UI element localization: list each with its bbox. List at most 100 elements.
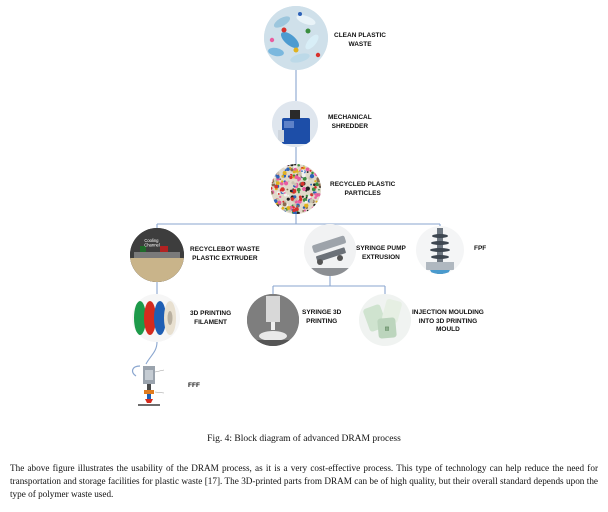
particle — [298, 171, 302, 176]
injection-moulding-image: ▥ — [359, 294, 411, 346]
particle — [283, 164, 287, 169]
particle — [275, 204, 279, 209]
particle — [290, 164, 294, 167]
particle — [282, 202, 287, 207]
label-mechanical-shredder: MECHANICAL SHREDDER — [328, 114, 372, 130]
particle — [284, 181, 289, 186]
fpf-screw-image — [416, 226, 464, 274]
particle — [287, 164, 290, 167]
particle — [302, 164, 305, 166]
particle — [305, 164, 308, 166]
particle — [271, 190, 274, 195]
particle — [279, 178, 282, 181]
mechanical-shredder-image — [272, 101, 318, 147]
particle — [294, 164, 297, 166]
particle — [287, 180, 290, 183]
particle — [279, 209, 283, 213]
particle — [313, 164, 318, 169]
particle — [282, 200, 285, 203]
particle — [317, 166, 321, 171]
particle — [318, 171, 321, 174]
particle — [318, 188, 320, 191]
label-recyclebot-extruder: RECYCLEBOT WASTE PLASTIC EXTRUDER — [190, 246, 260, 262]
particle — [273, 171, 276, 174]
particle — [305, 196, 308, 199]
particle — [317, 167, 321, 171]
particle — [305, 194, 309, 198]
particle — [296, 205, 299, 208]
particle — [273, 199, 278, 203]
particle — [315, 182, 320, 187]
particle — [317, 200, 320, 203]
particle — [314, 193, 317, 196]
particle — [292, 189, 297, 193]
particle — [282, 171, 287, 176]
particle — [309, 174, 315, 179]
particle — [309, 169, 312, 172]
particle — [283, 210, 287, 214]
particle — [273, 207, 276, 209]
particle — [278, 164, 281, 167]
filament-spools-image — [132, 294, 180, 342]
particle — [275, 181, 280, 186]
particle — [298, 195, 302, 199]
cooling-channel-label: Cooling — [144, 238, 159, 243]
body-paragraph: The above figure illustrates the usabili… — [10, 463, 598, 499]
particle — [315, 200, 318, 203]
particle — [291, 181, 295, 185]
recycled-particles-image — [271, 164, 321, 214]
particle — [313, 183, 316, 187]
particle — [294, 175, 299, 180]
particle — [303, 209, 306, 212]
particle — [314, 180, 317, 183]
particle — [309, 164, 313, 167]
particle — [301, 170, 303, 172]
particle — [310, 183, 313, 186]
particle — [316, 178, 321, 183]
fff-printer-schematic — [131, 365, 165, 406]
particle — [274, 184, 279, 189]
particle — [302, 186, 307, 192]
particle — [278, 205, 282, 209]
particle — [293, 183, 297, 186]
particle — [314, 171, 319, 176]
particle — [300, 181, 305, 186]
particle — [278, 211, 281, 214]
particle — [293, 203, 297, 207]
particle — [271, 211, 273, 214]
particle — [306, 209, 309, 212]
label-fpf: FPF — [474, 245, 487, 252]
particle — [314, 210, 317, 213]
particle — [281, 174, 285, 178]
particle — [284, 169, 287, 172]
particle — [319, 164, 321, 166]
label-3d-printing-filament: 3D PRINTING FILAMENT — [190, 310, 232, 326]
particle — [296, 211, 300, 214]
particle — [318, 212, 321, 214]
particle — [306, 171, 309, 173]
svg-text:Cooling Channel: Cooling Channel — [144, 238, 160, 248]
label-fff: FFF — [188, 382, 200, 389]
particle — [280, 187, 285, 192]
particle — [271, 175, 273, 178]
particle — [312, 191, 316, 194]
particle — [292, 174, 296, 177]
clean-plastic-waste-image — [264, 6, 328, 70]
particle — [277, 164, 282, 169]
label-syringe-3d-printing: SYRINGE 3D PRINTING — [302, 309, 342, 325]
particle — [284, 213, 287, 214]
particle — [286, 197, 290, 201]
particle — [289, 189, 293, 193]
particle — [311, 210, 315, 214]
particle — [291, 166, 294, 169]
particle — [293, 167, 297, 171]
particle — [281, 180, 284, 183]
particle — [279, 195, 282, 199]
particle — [279, 211, 282, 214]
particle — [314, 169, 316, 172]
particle — [275, 164, 280, 167]
particle — [299, 197, 303, 202]
figure-caption: Fig. 4: Block diagram of advanced DRAM p… — [207, 434, 401, 444]
particle — [310, 211, 315, 214]
particle — [283, 193, 288, 197]
